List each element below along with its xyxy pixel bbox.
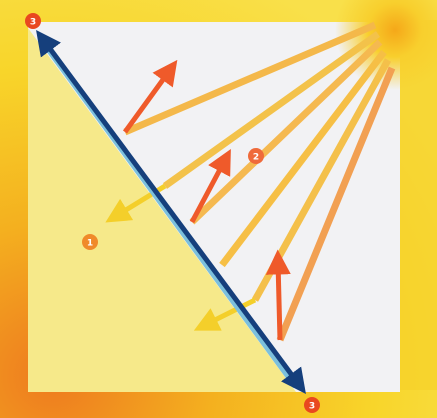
- sun-glow-icon: [335, 0, 437, 90]
- marker-label: 2: [253, 153, 259, 163]
- marker-badge: [304, 397, 320, 413]
- marker-left: 1: [82, 234, 98, 250]
- marker-label: 3: [309, 402, 315, 412]
- marker-badge: [25, 13, 41, 29]
- marker-bottom: 3: [304, 397, 320, 413]
- marker-label: 1: [87, 239, 93, 249]
- reflected-ray: [265, 249, 291, 341]
- marker-label: 3: [30, 18, 36, 28]
- marker-top-left: 3: [25, 13, 41, 29]
- double-headed-arrow-icon: [36, 29, 306, 395]
- marker-badge: [248, 148, 264, 164]
- marker-badge: [82, 234, 98, 250]
- marker-middle: 2: [248, 148, 264, 164]
